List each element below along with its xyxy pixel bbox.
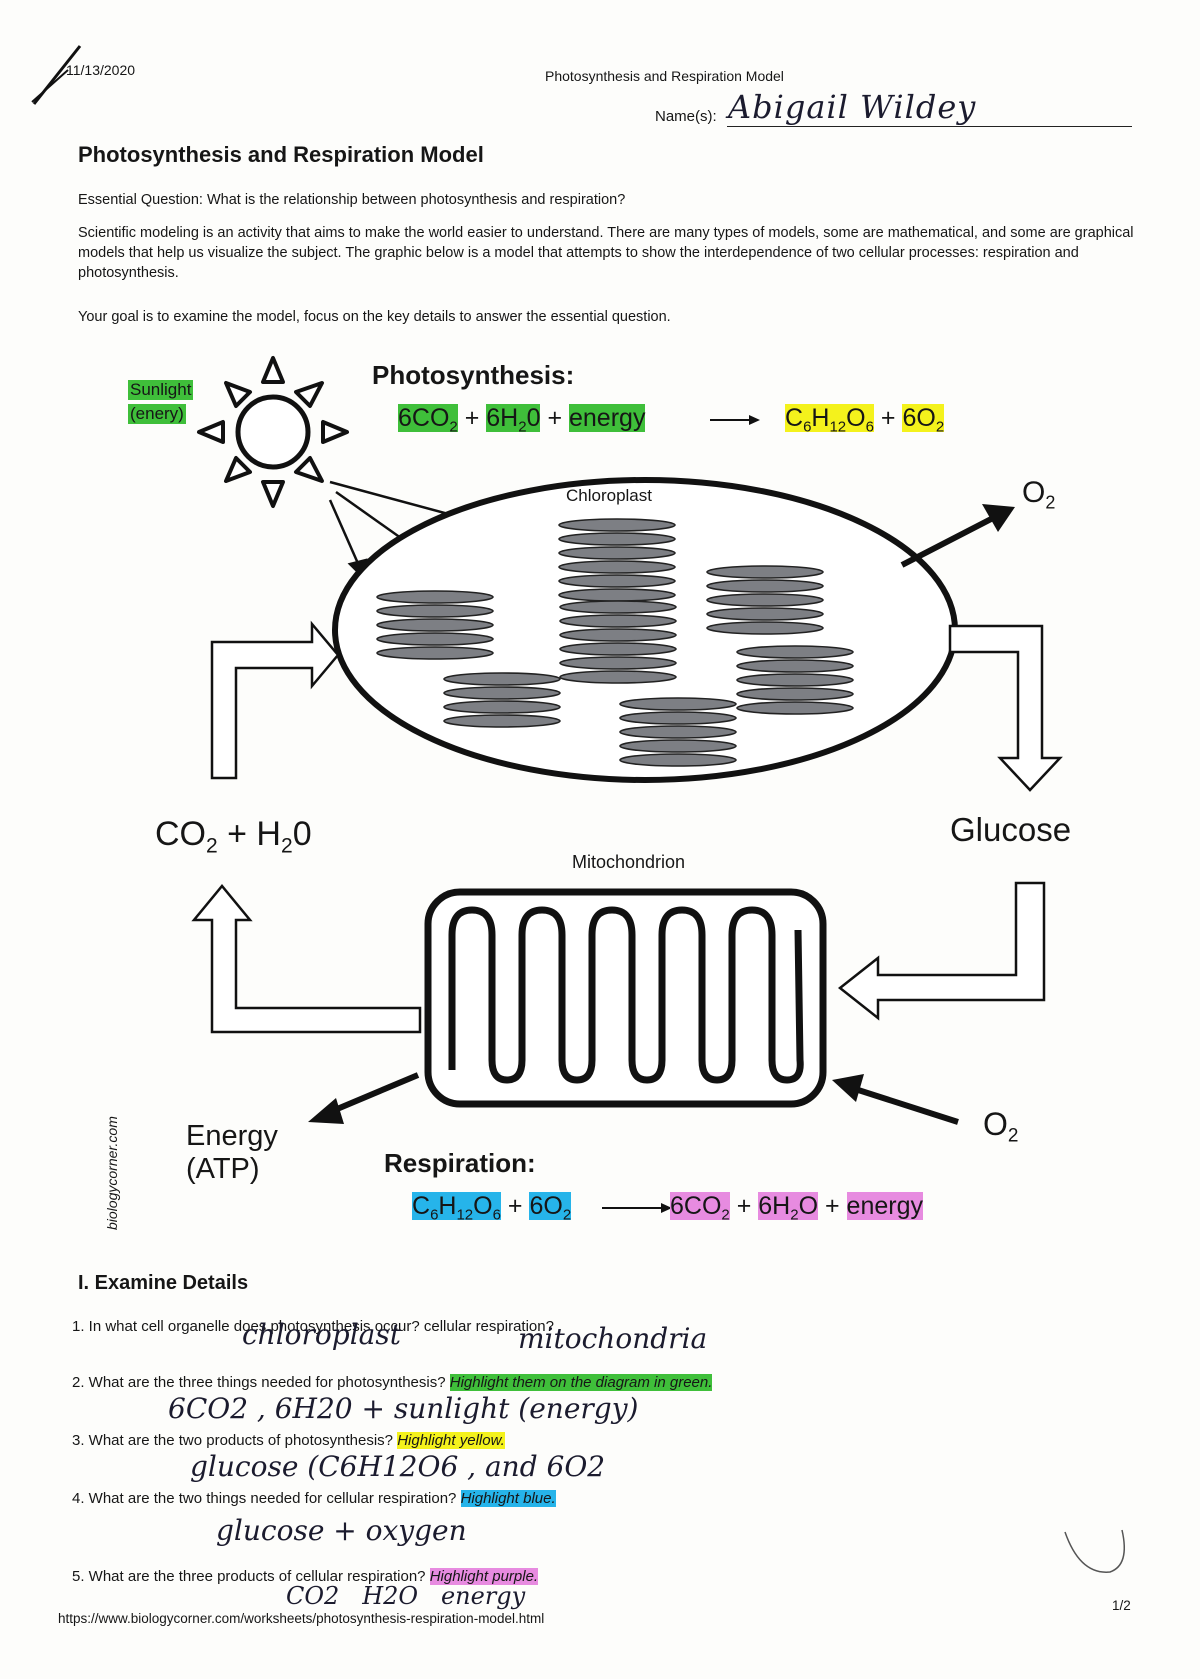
granum-disc (559, 600, 677, 614)
essential-question: Essential Question: What is the relation… (78, 192, 626, 208)
granum-disc (376, 618, 494, 632)
granum-disc (706, 579, 824, 593)
photosynthesis-equation: 6CO2 + 6H20 + energy (398, 404, 646, 436)
mitochondrion-shape (424, 888, 827, 1108)
granum-disc (558, 546, 676, 560)
question-5: 5. What are the three products of cellul… (72, 1568, 539, 1585)
granum-disc (376, 646, 494, 660)
co2-reactant: 6CO2 (398, 404, 458, 436)
granum-disc (443, 714, 561, 728)
granum-disc (706, 607, 824, 621)
o2-bottom-label: O2 (983, 1106, 1019, 1147)
granum-disc (559, 642, 677, 656)
question-3: 3. What are the two products of photosyn… (72, 1432, 505, 1449)
granum-disc (558, 532, 676, 546)
side-credit: biologycorner.com (104, 1116, 120, 1230)
goal-text: Your goal is to examine the model, focus… (78, 309, 671, 325)
sun-icon (197, 356, 349, 508)
answer-3: glucose (C6H12O6 , and 6O2 (190, 1450, 606, 1483)
granum-disc (558, 560, 676, 574)
granum-disc (736, 659, 854, 673)
granum-disc (376, 604, 494, 618)
answer-5: CO2 H2O energy (286, 1582, 526, 1610)
question-1: 1. In what cell organelle does photosynt… (72, 1318, 554, 1335)
granum-disc (559, 656, 677, 670)
granum-disc (736, 673, 854, 687)
energy-reactant: energy (569, 404, 646, 432)
oxygen-reactant: 6O2 (529, 1192, 572, 1224)
name-handwriting: Abigail Wildey (728, 88, 977, 126)
glucose-reactant: C6H12O6 (412, 1192, 501, 1224)
page-number: 1/2 (1112, 1598, 1131, 1613)
granum-disc (619, 739, 737, 753)
question-4: 4. What are the two things needed for ce… (72, 1490, 556, 1507)
granum-disc (706, 593, 824, 607)
answer-1b: mitochondria (518, 1322, 708, 1355)
respiration-title: Respiration: (384, 1148, 536, 1178)
photosynthesis-products: C6H12O6 + 6O2 (785, 404, 945, 436)
granum-disc (559, 628, 677, 642)
answer-4: glucose + oxygen (216, 1514, 467, 1547)
energy-atp-label: Energy(ATP) (186, 1120, 278, 1185)
name-line (727, 126, 1132, 127)
respiration-reactants: C6H12O6 + 6O2 (412, 1192, 572, 1224)
granum-disc (376, 632, 494, 646)
granum-disc (558, 588, 676, 602)
o2-top-label: O2 (1022, 476, 1056, 513)
granum-disc (706, 621, 824, 635)
granum-disc (736, 701, 854, 715)
granum-disc (736, 687, 854, 701)
glucose-product: C6H12O6 (785, 404, 874, 436)
h2o-reactant: 6H20 (486, 404, 541, 436)
granum-disc (443, 686, 561, 700)
granum-disc (558, 574, 676, 588)
cristae (448, 906, 804, 1084)
co2-h2o-label: CO2 + H20 (155, 815, 312, 858)
sunlight-label: Sunlight (128, 380, 194, 400)
oxygen-product: 6O2 (902, 404, 945, 436)
granum-disc (619, 711, 737, 725)
energy-label: (enery) (128, 404, 186, 424)
granum-disc (706, 565, 824, 579)
photosynthesis-title: Photosynthesis: (372, 360, 575, 390)
granum-disc (443, 700, 561, 714)
chloroplast-label: Chloroplast (566, 486, 652, 505)
respiration-products: 6CO2 + 6H2O + energy (670, 1192, 923, 1224)
granum-disc (558, 518, 676, 532)
answer-2: 6CO2 , 6H20 + sunlight (energy) (168, 1392, 639, 1425)
granum-disc (619, 725, 737, 739)
granum-disc (559, 614, 677, 628)
intro-paragraph: Scientific modeling is an activity that … (78, 225, 1134, 281)
co2-product: 6CO2 (670, 1192, 730, 1224)
chloroplast-grana (376, 518, 854, 767)
granum-disc (376, 590, 494, 604)
pen-mark (31, 45, 82, 105)
answer-1a: chloroplast (242, 1318, 401, 1351)
h2o-product: 6H2O (758, 1192, 819, 1224)
page-title: Photosynthesis and Respiration Model (78, 142, 484, 167)
granum-disc (619, 697, 737, 711)
granum-disc (559, 670, 677, 684)
granum-disc (443, 672, 561, 686)
date: 11/13/2020 (66, 62, 136, 78)
glucose-label: Glucose (950, 811, 1072, 848)
energy-product: energy (846, 1192, 923, 1220)
section-title: I. Examine Details (78, 1272, 249, 1294)
granum-disc (736, 645, 854, 659)
running-title: Photosynthesis and Respiration Model (545, 68, 784, 84)
name-label: Name(s): (655, 108, 717, 125)
granum-disc (619, 753, 737, 767)
question-2: 2. What are the three things needed for … (72, 1374, 713, 1391)
mitochondrion-label: Mitochondrion (572, 852, 686, 872)
footer-url[interactable]: https://www.biologycorner.com/worksheets… (58, 1611, 545, 1626)
